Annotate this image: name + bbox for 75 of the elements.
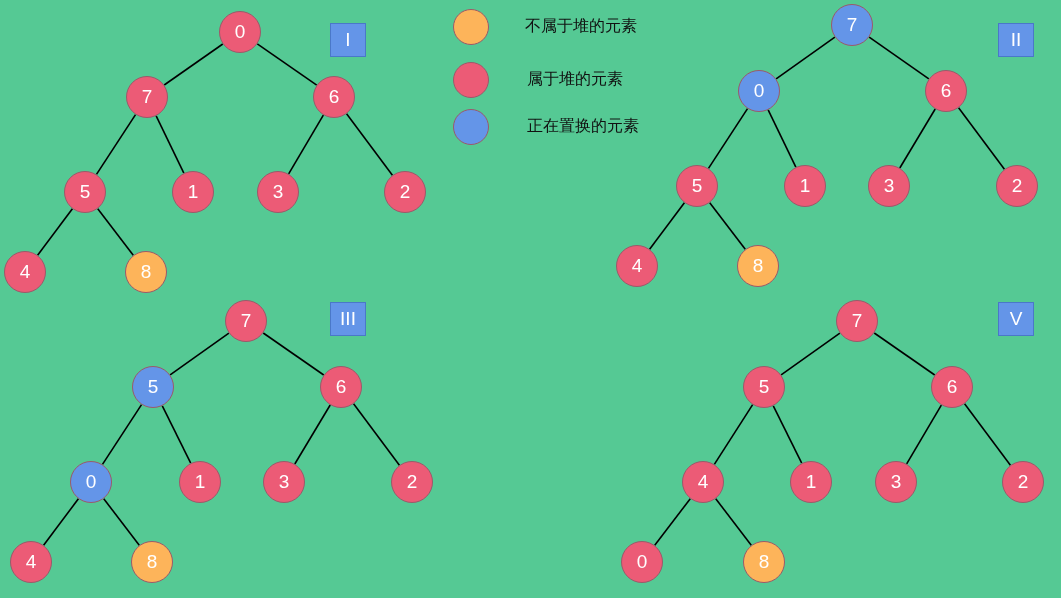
tree-edge: [36, 208, 74, 256]
tree-edge: [294, 404, 331, 465]
tree-node: 8: [125, 251, 167, 293]
tree-edge: [707, 107, 749, 170]
tree-edge: [714, 497, 753, 547]
tree-edge: [963, 403, 1012, 466]
tree-node: 4: [616, 245, 658, 287]
tree-edge: [780, 332, 841, 376]
tree-node: 6: [931, 366, 973, 408]
tree-node: 7: [831, 4, 873, 46]
tree-edge: [899, 108, 936, 169]
tree-node: 8: [737, 245, 779, 287]
legend-text: 属于堆的元素: [527, 69, 623, 90]
tree-node: 8: [743, 541, 785, 583]
tree-edge: [262, 332, 325, 376]
tree-node: 1: [179, 461, 221, 503]
tree-node: 2: [391, 461, 433, 503]
tree-node: 4: [4, 251, 46, 293]
tree-edge: [868, 36, 930, 80]
tree-node: 4: [10, 541, 52, 583]
tree-node: 0: [621, 541, 663, 583]
tree-edge: [96, 207, 135, 257]
tree-edge: [163, 43, 224, 86]
tree-edge: [352, 403, 401, 466]
tree-edge: [775, 36, 836, 80]
tree-edge: [957, 107, 1006, 170]
tree-edge: [256, 43, 318, 86]
tree-edge: [713, 403, 754, 466]
tree-edge: [161, 405, 192, 464]
tree-edge: [653, 497, 692, 547]
tree-node: 1: [172, 171, 214, 213]
tree-node: 5: [64, 171, 106, 213]
tree-node: 3: [875, 461, 917, 503]
tree-node: 6: [925, 70, 967, 112]
tree-node: 7: [126, 76, 168, 118]
step-label: I: [330, 23, 366, 57]
tree-edge: [155, 115, 185, 174]
tree-node: 7: [836, 300, 878, 342]
tree-edge: [767, 109, 797, 168]
tree-node: 1: [790, 461, 832, 503]
tree-node: 2: [1002, 461, 1044, 503]
tree-node: 3: [257, 171, 299, 213]
tree-edge: [873, 332, 936, 376]
tree-node: 0: [219, 11, 261, 53]
tree-edge: [772, 405, 803, 464]
tree-node: 2: [384, 171, 426, 213]
tree-node: 5: [743, 366, 785, 408]
tree-edge: [101, 403, 143, 466]
tree-node: 8: [131, 541, 173, 583]
tree-node: 5: [132, 366, 174, 408]
tree-edge: [102, 497, 141, 547]
legend-text: 正在置换的元素: [527, 116, 639, 137]
legend-text: 不属于堆的元素: [525, 16, 637, 37]
tree-node: 1: [784, 165, 826, 207]
tree-edge: [169, 332, 230, 376]
tree-edge: [648, 202, 686, 250]
tree-edge: [287, 114, 325, 175]
tree-edge: [708, 201, 747, 251]
tree-node: 7: [225, 300, 267, 342]
tree-node: 4: [682, 461, 724, 503]
tree-node: 6: [320, 366, 362, 408]
step-label: V: [998, 302, 1034, 336]
tree-node: 0: [70, 461, 112, 503]
tree-node: 3: [263, 461, 305, 503]
tree-edge: [345, 113, 394, 176]
step-label: II: [998, 23, 1034, 57]
step-label: III: [330, 302, 366, 336]
tree-edge: [95, 113, 137, 176]
tree-edge: [905, 404, 943, 465]
tree-node: 0: [738, 70, 780, 112]
tree-node: 2: [996, 165, 1038, 207]
tree-node: 3: [868, 165, 910, 207]
tree-edge: [42, 498, 80, 546]
tree-node: 5: [676, 165, 718, 207]
tree-node: 6: [313, 76, 355, 118]
